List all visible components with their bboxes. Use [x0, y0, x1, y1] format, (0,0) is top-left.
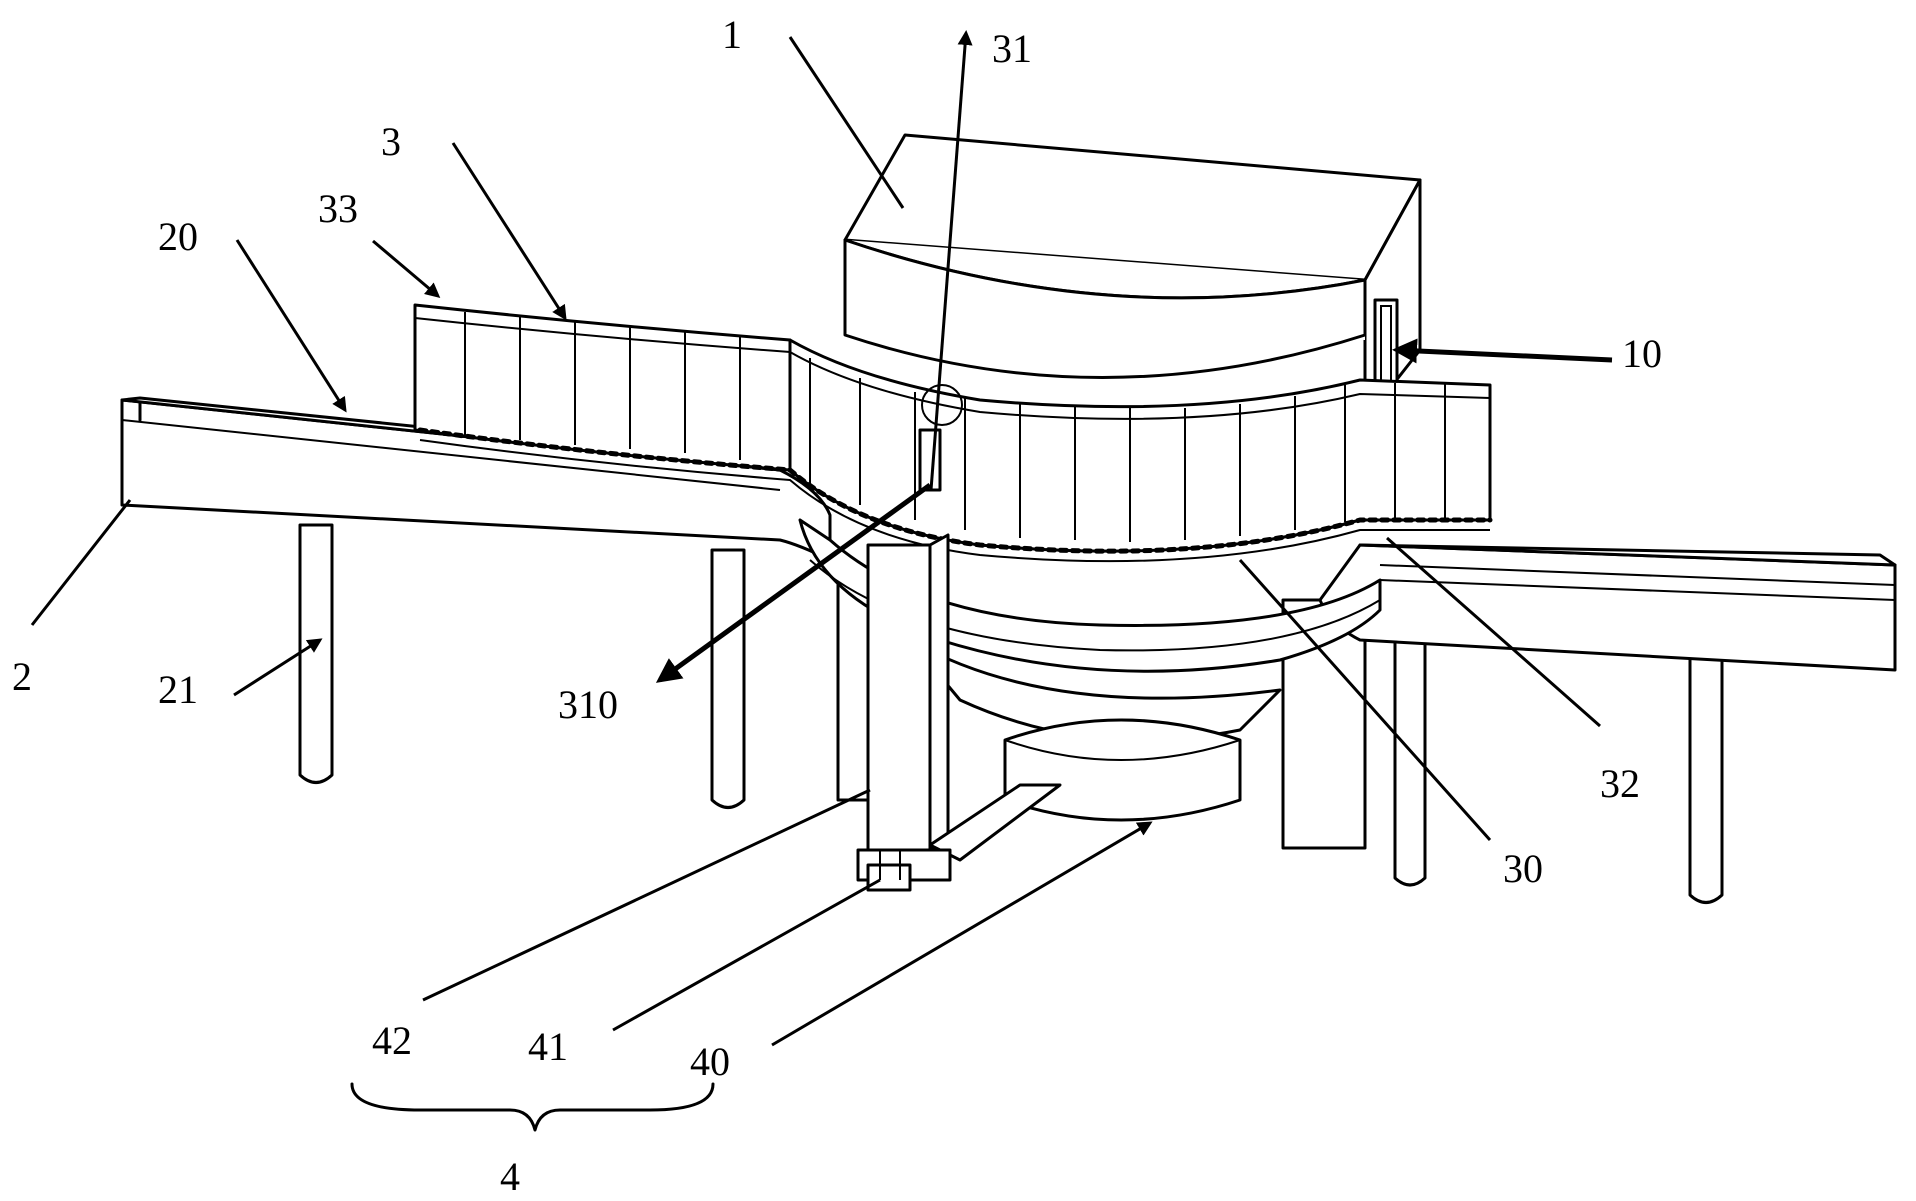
label-20: 20	[158, 214, 198, 259]
group-brace	[350, 1082, 715, 1132]
label-2: 2	[12, 654, 32, 699]
conveyor-legs	[298, 523, 1724, 904]
label-33: 33	[318, 186, 358, 231]
label-1: 1	[722, 12, 742, 57]
label-40: 40	[690, 1039, 730, 1084]
bottle-chain	[413, 303, 1493, 563]
conveyor-right	[1318, 543, 1897, 672]
label-31: 31	[992, 26, 1032, 71]
label-42: 42	[372, 1018, 412, 1063]
machine-body	[843, 133, 1422, 422]
label-3: 3	[381, 119, 401, 164]
label-310: 310	[558, 682, 618, 727]
central-base	[836, 558, 1367, 850]
label-4: 4	[500, 1154, 520, 1199]
label-21: 21	[158, 667, 198, 712]
labels: 1 31 3 33 20 10 2 21 310 32 30 42 41 40 …	[12, 12, 1662, 1199]
leader-lines	[30, 30, 1613, 1047]
label-30: 30	[1503, 846, 1543, 891]
label-41: 41	[528, 1024, 568, 1069]
drive-assembly	[856, 533, 1062, 892]
label-32: 32	[1600, 761, 1640, 806]
label-10: 10	[1622, 331, 1662, 376]
